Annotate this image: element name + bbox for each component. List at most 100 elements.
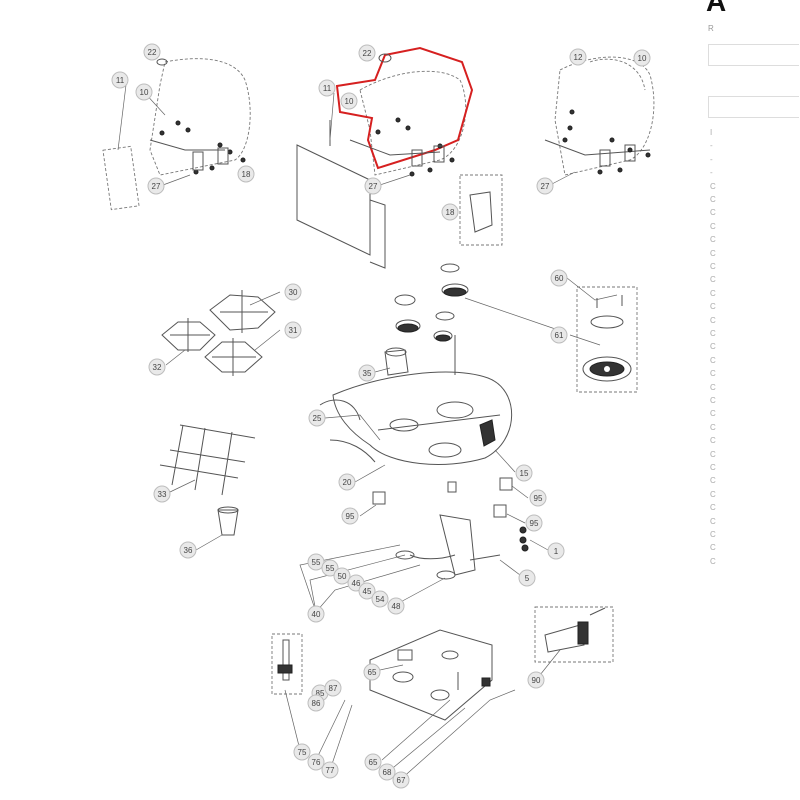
side-list-item[interactable]: C: [710, 355, 716, 365]
callout-35: 35: [358, 364, 376, 382]
svg-text:50: 50: [338, 572, 347, 581]
side-list-item[interactable]: C: [710, 302, 716, 312]
svg-text:95: 95: [530, 519, 539, 528]
side-list-item[interactable]: C: [710, 342, 716, 352]
svg-text:10: 10: [140, 88, 149, 97]
side-list-item[interactable]: C: [710, 329, 716, 338]
callout-54: 54: [371, 590, 389, 608]
callout-15: 15: [515, 464, 533, 482]
svg-text:55: 55: [312, 558, 321, 567]
callout-31: 31: [284, 321, 302, 339]
svg-text:20: 20: [343, 478, 352, 487]
callout-40: 40: [307, 605, 325, 623]
callout-25: 25: [308, 409, 326, 427]
callout-76: 76: [307, 753, 325, 771]
callout-10: 10: [135, 83, 153, 101]
highlighted-part-10: [335, 46, 474, 170]
svg-text:27: 27: [152, 182, 161, 191]
burner-detail-60-61: [576, 286, 638, 393]
svg-text:60: 60: [555, 274, 564, 283]
callout-87: 87: [324, 679, 342, 697]
side-list-item[interactable]: -: [710, 168, 713, 178]
callout-27: 27: [536, 177, 554, 195]
callout-65: 65: [364, 753, 382, 771]
regulator-90: [534, 606, 614, 663]
side-list-item[interactable]: I: [710, 128, 713, 137]
side-list-item[interactable]: C: [710, 516, 716, 526]
side-list-item[interactable]: -: [710, 141, 713, 151]
side-list-item[interactable]: C: [710, 288, 716, 298]
callout-30: 30: [284, 283, 302, 301]
pan-supports: [161, 290, 276, 376]
svg-text:75: 75: [298, 748, 307, 757]
svg-text:10: 10: [638, 54, 647, 63]
svg-text:36: 36: [184, 546, 193, 555]
side-list-item[interactable]: C: [710, 556, 716, 566]
callout-95: 95: [341, 507, 359, 525]
svg-text:68: 68: [383, 768, 392, 777]
svg-text:55: 55: [326, 564, 335, 573]
side-list-item[interactable]: C: [710, 262, 716, 271]
side-list-item[interactable]: C: [710, 476, 716, 486]
side-list-item[interactable]: C: [710, 489, 716, 499]
svg-text:11: 11: [116, 76, 125, 85]
svg-text:85: 85: [316, 689, 325, 698]
svg-text:11: 11: [323, 84, 332, 93]
side-list-item[interactable]: C: [710, 221, 716, 231]
side-list-item[interactable]: C: [710, 275, 716, 285]
side-input-1[interactable]: [708, 44, 799, 66]
callout-18: 18: [237, 165, 255, 183]
side-list-item[interactable]: C: [710, 463, 716, 472]
tank-assembly-center: [296, 46, 503, 269]
svg-text:32: 32: [153, 363, 162, 372]
callout-90: 90: [527, 671, 545, 689]
side-list-item[interactable]: C: [710, 181, 716, 191]
side-list-item[interactable]: C: [710, 382, 716, 392]
side-list-item[interactable]: C: [710, 449, 716, 459]
side-list-item[interactable]: C: [710, 369, 716, 379]
callout-33: 33: [153, 485, 171, 503]
svg-text:48: 48: [392, 602, 401, 611]
svg-text:95: 95: [534, 494, 543, 503]
svg-text:18: 18: [446, 208, 455, 217]
callout-45: 45: [358, 582, 376, 600]
side-list-item[interactable]: C: [710, 543, 716, 553]
side-list-item[interactable]: C: [710, 503, 716, 513]
svg-text:22: 22: [148, 48, 157, 57]
side-list-item[interactable]: C: [710, 195, 716, 204]
svg-text:61: 61: [555, 331, 564, 340]
side-list-item[interactable]: -: [710, 154, 713, 164]
svg-text:77: 77: [326, 766, 335, 775]
callout-20: 20: [338, 473, 356, 491]
svg-text:46: 46: [352, 579, 361, 588]
side-list-item[interactable]: C: [710, 208, 716, 218]
side-list-item[interactable]: C: [710, 248, 716, 258]
side-list-item[interactable]: C: [710, 436, 716, 446]
side-list-item[interactable]: C: [710, 315, 716, 325]
callout-22: 22: [358, 44, 376, 62]
side-list-item[interactable]: C: [710, 396, 716, 405]
callout-95: 95: [525, 514, 543, 532]
callout-11: 11: [111, 71, 129, 89]
svg-text:35: 35: [363, 369, 372, 378]
callout-68: 68: [378, 763, 396, 781]
callout-65: 65: [363, 663, 381, 681]
side-input-2[interactable]: [708, 96, 799, 118]
side-list-item[interactable]: C: [710, 422, 716, 432]
side-list-item[interactable]: C: [710, 530, 716, 539]
callout-18: 18: [441, 203, 459, 221]
callout-1: 1: [547, 542, 565, 560]
callout-55: 55: [321, 559, 339, 577]
callout-11: 11: [318, 79, 336, 97]
base-plate: [369, 629, 493, 721]
side-list-item[interactable]: C: [710, 235, 716, 245]
callout-22: 22: [143, 43, 161, 61]
callout-75: 75: [293, 743, 311, 761]
callout-86: 86: [307, 694, 325, 712]
callout-77: 77: [321, 761, 339, 779]
side-list-item[interactable]: C: [710, 409, 716, 419]
svg-text:31: 31: [289, 326, 298, 335]
callout-67: 67: [392, 771, 410, 789]
callout-50: 50: [333, 567, 351, 585]
callout-27: 27: [364, 177, 382, 195]
